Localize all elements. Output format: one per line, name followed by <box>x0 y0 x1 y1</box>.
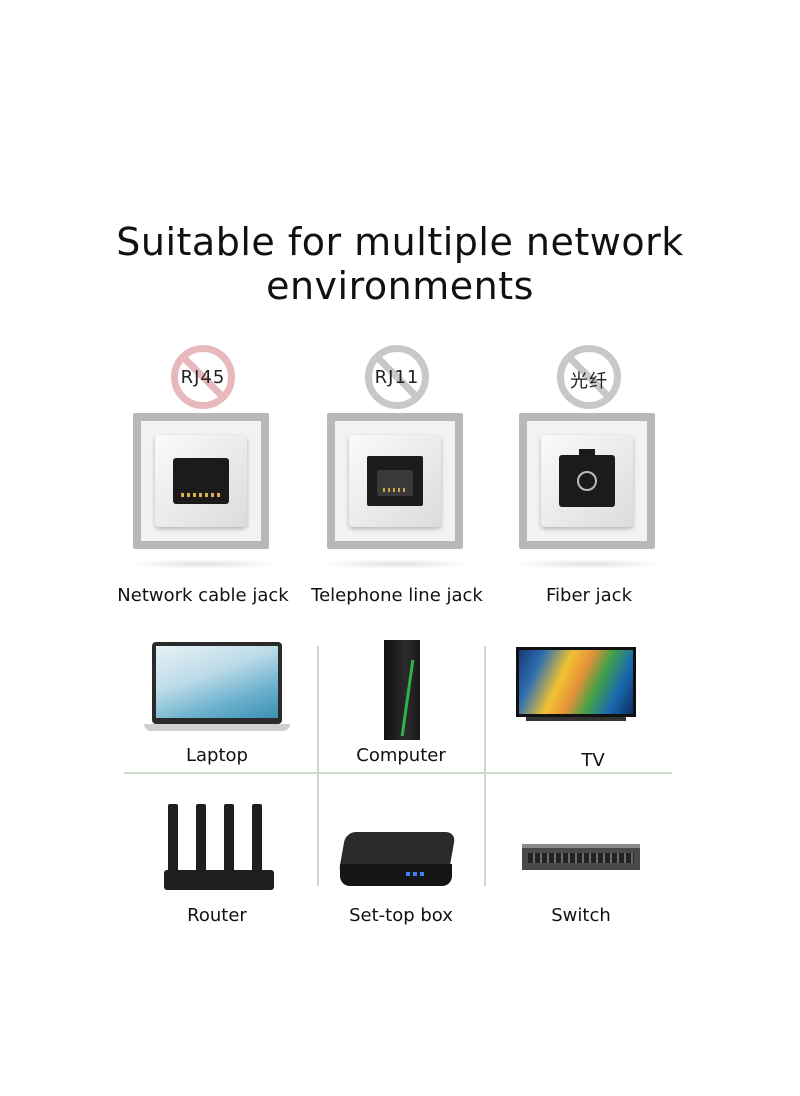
device-set-top-box: Set-top box <box>306 800 496 950</box>
jack-rj45: RJ45 Network cable jack <box>117 345 289 615</box>
set-top-box-icon <box>306 800 496 900</box>
jack-sign-text: RJ11 <box>374 367 420 388</box>
desktop-tower-icon <box>306 640 496 740</box>
grid-divider-vertical <box>317 646 319 886</box>
device-label: Laptop <box>186 745 248 766</box>
device-switch: Switch <box>486 800 676 950</box>
device-router: Router <box>122 800 312 950</box>
rj11-port-icon <box>367 456 423 506</box>
tv-icon: 55" <box>498 645 688 745</box>
device-label: Computer <box>356 745 446 766</box>
router-icon <box>122 800 312 900</box>
device-label: Router <box>187 905 247 926</box>
device-computer: Computer <box>306 640 496 790</box>
network-switch-icon <box>486 800 676 900</box>
no-symbol-icon <box>171 345 235 409</box>
jack-frame <box>327 413 463 549</box>
jack-sign-text: RJ45 <box>180 367 226 388</box>
fiber-port-icon <box>559 449 615 507</box>
grid-divider-vertical <box>484 646 486 886</box>
device-label: TV <box>581 750 605 771</box>
device-laptop: Laptop <box>122 640 312 790</box>
device-label: Switch <box>551 905 611 926</box>
jack-label: Telephone line jack <box>311 585 483 606</box>
no-symbol-icon <box>557 345 621 409</box>
laptop-icon <box>122 640 312 740</box>
tv-size-badge: 55" <box>671 647 682 654</box>
jack-sign-text: 光纤 <box>570 371 608 392</box>
no-symbol-icon <box>365 345 429 409</box>
jack-label: Fiber jack <box>545 585 633 606</box>
rj45-port-icon <box>173 458 229 504</box>
grid-divider-horizontal <box>124 772 672 774</box>
jack-fiber: 光纤 Fiber jack <box>514 345 664 615</box>
device-label: Set-top box <box>349 905 453 926</box>
jack-frame <box>519 413 655 549</box>
headline: Suitable for multiple network environmen… <box>116 220 684 308</box>
device-tv: 55" TV <box>498 645 688 795</box>
jack-frame <box>133 413 269 549</box>
jack-rj11: RJ11 Telephone line jack <box>311 345 483 615</box>
jack-label: Network cable jack <box>117 585 289 606</box>
